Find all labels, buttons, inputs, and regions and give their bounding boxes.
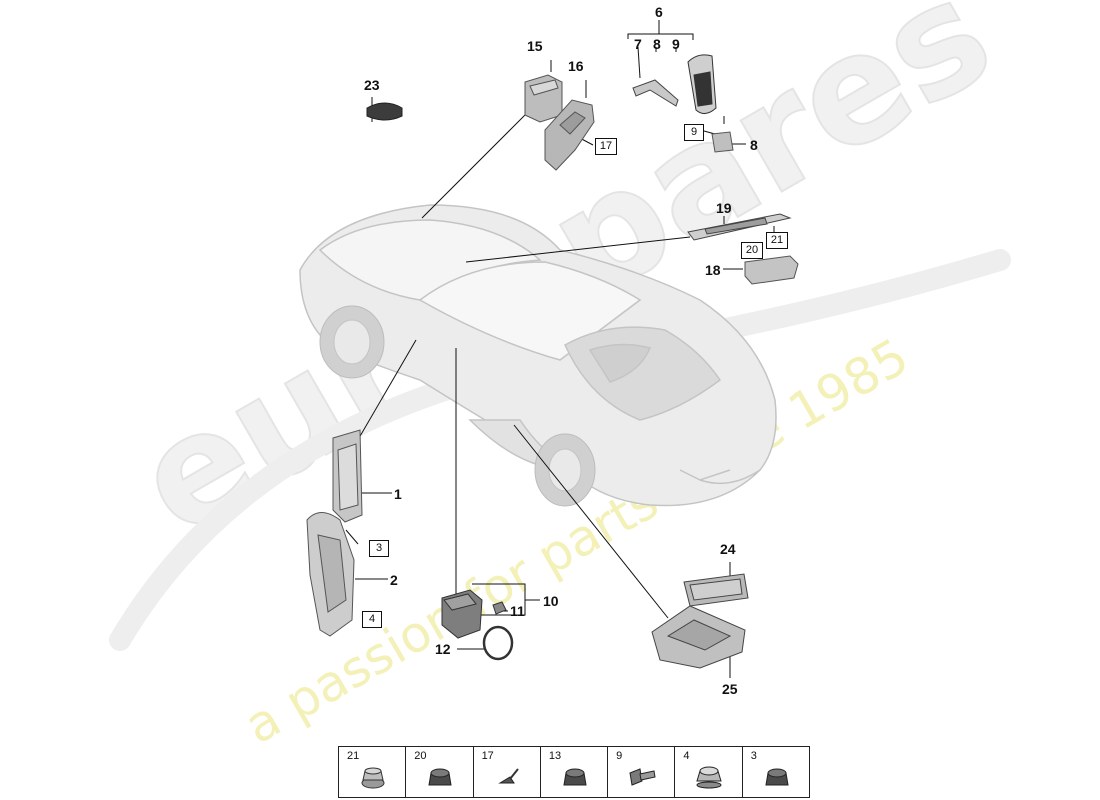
legend-number: 13 [548, 750, 562, 762]
callout-23: 23 [364, 77, 380, 93]
legend-number: 4 [683, 750, 690, 762]
part-16 [544, 99, 595, 171]
rivet-icon [497, 768, 519, 784]
callout-15: 15 [527, 38, 543, 54]
callout-18: 18 [705, 262, 721, 278]
callout-8-top: 8 [653, 36, 661, 52]
leader-lines [343, 20, 775, 678]
legend-number: 9 [616, 750, 623, 762]
legend-number: 17 [481, 750, 494, 762]
part-10 [441, 589, 483, 639]
callout-9-top: 9 [672, 36, 680, 52]
ref-box-17: 17 [595, 138, 617, 155]
legend-cell: 3 [743, 747, 809, 797]
part-25 [651, 605, 746, 669]
legend-number: 21 [347, 750, 360, 762]
part-15 [524, 74, 563, 123]
callout-16: 16 [568, 58, 584, 74]
callout-19: 19 [716, 200, 732, 216]
legend-cell: 20 [406, 747, 474, 797]
hex-nut-icon [696, 766, 723, 789]
hardware-legend: 21 20 17 13 [338, 746, 810, 798]
legend-cell: 13 [541, 747, 609, 797]
part-11 [492, 601, 507, 615]
callout-7: 7 [634, 36, 642, 52]
callout-24: 24 [720, 541, 736, 557]
part-2 [306, 512, 355, 637]
callout-11: 11 [510, 603, 525, 619]
ref-box-3: 3 [369, 540, 389, 557]
callout-1: 1 [394, 486, 402, 502]
legend-cell: 4 [675, 747, 743, 797]
flange-nut-icon [361, 767, 385, 789]
legend-number: 20 [414, 750, 427, 762]
ref-box-20: 20 [741, 242, 763, 259]
bolt-icon [629, 768, 656, 786]
callout-12: 12 [435, 641, 451, 657]
ref-box-4: 4 [362, 611, 382, 628]
legend-number: 3 [750, 750, 757, 762]
callout-8: 8 [750, 137, 758, 153]
part-7 [632, 79, 679, 107]
callout-2: 2 [390, 572, 398, 588]
part-18 [744, 255, 799, 285]
legend-cell: 9 [608, 747, 676, 797]
callout-25: 25 [722, 681, 738, 697]
callout-10: 10 [543, 593, 559, 609]
nut-icon [428, 768, 452, 786]
ref-box-9: 9 [684, 124, 704, 141]
ref-box-21: 21 [766, 232, 788, 249]
part-12 [482, 625, 514, 661]
nut-icon [765, 768, 789, 786]
part-9 [687, 54, 717, 114]
nut-icon [563, 768, 587, 786]
part-19 [687, 213, 792, 241]
callout-6: 6 [655, 4, 663, 20]
part-8 [711, 131, 734, 153]
legend-cell: 21 [339, 747, 407, 797]
part-24 [683, 573, 749, 607]
part-23 [366, 102, 403, 121]
part-1 [332, 429, 363, 523]
legend-cell: 17 [474, 747, 541, 797]
